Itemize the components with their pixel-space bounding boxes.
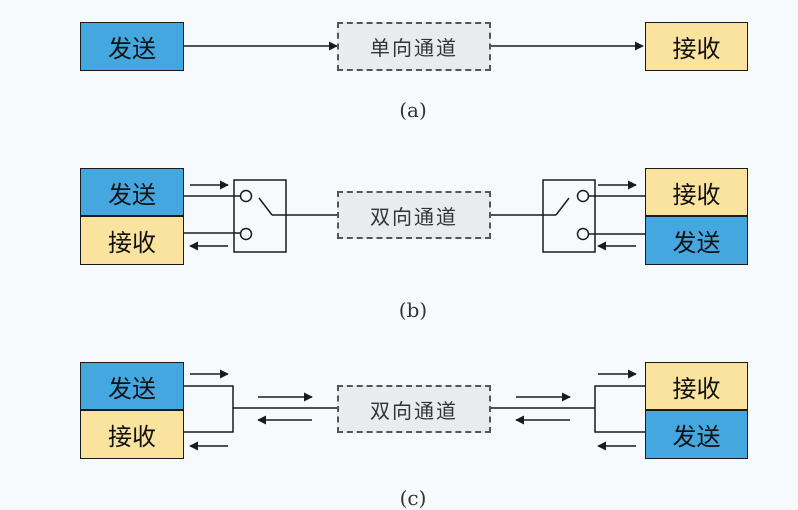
caption-b: (b)	[398, 298, 428, 322]
left-receiver-box-b: 接收	[80, 216, 184, 265]
left-switch-blade	[258, 197, 273, 216]
caption-c: (c)	[399, 486, 427, 510]
diagram-b-lines	[184, 179, 645, 253]
left-receiver-box-c: 接收	[80, 410, 184, 459]
two-way-channel-box-b: 双向通道	[337, 191, 491, 239]
diagram-c-lines	[184, 369, 645, 451]
caption-a: (a)	[399, 98, 427, 122]
right-switch-contact-top	[576, 189, 590, 203]
right-receiver-box-b: 接收	[645, 168, 748, 216]
right-switch-blade	[555, 197, 570, 216]
left-switch-contact-top	[239, 189, 253, 203]
two-way-channel-box-c: 双向通道	[337, 385, 491, 433]
diagram-lines	[184, 41, 645, 451]
right-sender-box-b: 发送	[645, 216, 748, 265]
right-bracket-c	[594, 385, 645, 433]
left-switch-contact-bottom	[239, 227, 253, 241]
left-sender-box-b: 发送	[80, 168, 184, 216]
receiver-box-a: 接收	[645, 22, 748, 71]
left-switch-box	[233, 179, 287, 253]
sender-box-a: 发送	[80, 22, 184, 71]
left-sender-box-c: 发送	[80, 362, 184, 410]
right-receiver-box-c: 接收	[645, 362, 748, 410]
right-switch-contact-bottom	[576, 227, 590, 241]
one-way-channel-box: 单向通道	[337, 22, 491, 71]
right-switch-box	[542, 179, 596, 253]
right-sender-box-c: 发送	[645, 410, 748, 459]
left-bracket-c	[184, 385, 234, 433]
